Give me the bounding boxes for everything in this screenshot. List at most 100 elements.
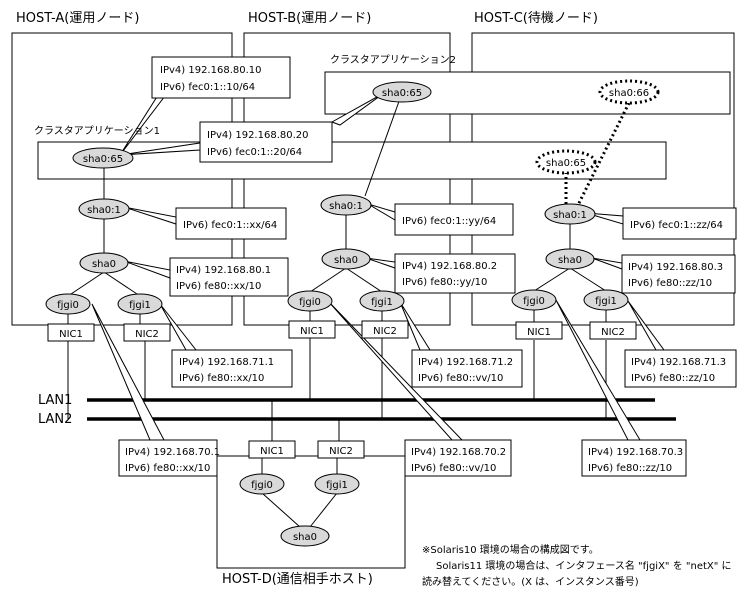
host-c-sha066-label: sha0:66	[609, 88, 649, 99]
host-d-fjgi0-node	[239, 473, 285, 495]
host-b-fjgi0-label: fjgi0	[299, 297, 321, 308]
host-b-nic2	[361, 320, 409, 339]
host-a-sha01-node	[78, 198, 130, 220]
callout-a-fjgi0	[118, 439, 218, 477]
host-b-title: HOST-B(運用ノード)	[248, 11, 371, 26]
host-b-fjgi1-node	[359, 290, 405, 312]
callout-text: IPv4) 192.168.71.1	[179, 357, 274, 368]
footnote-line: Solaris11 環境の場合は、インタフェース名 "fjgiX" を "net…	[436, 559, 732, 572]
callout-text: IPv6) fec0:1::10/64	[160, 82, 255, 93]
callout-a-sha01	[175, 207, 287, 240]
callout-text: IPv6) fec0:1::xx/64	[183, 220, 277, 231]
host-a-sha0-label: sha0	[92, 259, 116, 270]
host-a-fjgi1-label: fjgi1	[129, 300, 151, 311]
host-a-nic1-label: NIC1	[59, 329, 83, 340]
host-d-sha0-label: sha0	[293, 532, 317, 543]
host-d-fjgi1-node	[314, 473, 360, 495]
host-b-sha01-label: sha0:1	[329, 201, 363, 212]
lan2-label: LAN2	[38, 412, 72, 427]
host-d-title: HOST-D(通信相手ホスト)	[222, 572, 373, 587]
host-c-fjgi1-label: fjgi1	[595, 296, 617, 307]
host-d-sha0-node	[280, 525, 330, 547]
footnote-line: 読み替えてください。(X は、インスタンス番号)	[422, 575, 639, 588]
host-a-fjgi0-node	[45, 293, 91, 315]
callout-text: IPv4) 192.168.80.20	[207, 130, 309, 141]
callout-a-sha0	[169, 257, 289, 297]
callout-text: IPv6) fe80::vv/10	[411, 463, 496, 474]
host-a-sha065-label: sha0:65	[83, 154, 123, 165]
host-c-sha0-label: sha0	[558, 255, 582, 266]
callout-text: IPv6) fe80::yy/10	[402, 277, 487, 288]
callout-b-sha01	[394, 203, 514, 236]
host-d-fjgi0-label: fjgi0	[251, 480, 273, 491]
cluster-app2-label: クラスタアプリケーション2	[330, 54, 456, 66]
host-a-sha065-node	[72, 147, 134, 169]
callout-c-fjgi0	[581, 439, 687, 477]
host-c-nic2-label: NIC2	[601, 327, 625, 338]
callout-text: IPv4) 192.168.80.3	[628, 262, 723, 273]
host-c-fjgi1-node	[583, 289, 629, 311]
host-c-sha065-node	[535, 149, 597, 175]
host-b-nic1-label: NIC1	[300, 326, 324, 337]
host-d-nic2-label: NIC2	[329, 446, 353, 457]
host-d-nic1	[248, 440, 296, 459]
callout-text: IPv6) fec0:1::yy/64	[402, 216, 496, 227]
callout-text: IPv4) 192.168.80.2	[402, 261, 497, 272]
callout-text: IPv4) 192.168.80.1	[176, 265, 271, 276]
host-d-fjgi1-label: fjgi1	[326, 480, 348, 491]
callout-text: IPv4) 192.168.70.2	[411, 447, 506, 458]
callout-text: IPv6) fe80::zz/10	[588, 463, 672, 474]
callout-text: IPv6) fe80::xx/10	[176, 281, 261, 292]
host-b-nic1	[288, 320, 336, 339]
host-b-fjgi0-node	[287, 290, 333, 312]
host-a-title: HOST-A(運用ノード)	[16, 11, 139, 26]
footnote-line: ※Solaris10 環境の場合の構成図です。	[422, 543, 599, 556]
callout-text: IPv6) fec0:1::20/64	[207, 147, 302, 158]
callout-text: IPv6) fe80::xx/10	[125, 463, 210, 474]
host-d-box	[216, 455, 406, 569]
host-a-fjgi1-node	[117, 293, 163, 315]
host-b-sha0-label: sha0	[334, 255, 358, 266]
callout-a-sha065	[151, 56, 291, 99]
host-c-fjgi0-label: fjgi0	[523, 296, 545, 307]
host-c-sha01-label: sha0:1	[553, 210, 587, 221]
callout-c-sha01	[622, 207, 737, 240]
host-c-sha066-node	[598, 79, 660, 105]
callout-text: IPv4) 192.168.80.10	[160, 65, 262, 76]
cluster-app1-label: クラスタアプリケーション1	[34, 125, 160, 137]
callout-text: IPv4) 192.168.71.3	[631, 357, 726, 368]
callout-text: IPv4) 192.168.70.3	[588, 447, 683, 458]
callout-c-sha0	[621, 254, 736, 294]
callout-text: IPv6) fe80::zz/10	[631, 373, 715, 384]
host-b-sha065-node	[372, 81, 432, 103]
host-a-sha01-label: sha0:1	[87, 205, 121, 216]
host-c-nic2	[589, 321, 637, 340]
host-a-sha0-node	[79, 252, 129, 274]
host-b-nic2-label: NIC2	[373, 326, 397, 337]
callout-b-sha065	[199, 121, 333, 163]
host-c-sha0-node	[545, 248, 595, 270]
host-c-nic1-label: NIC1	[527, 327, 551, 338]
host-a-nic1	[47, 323, 95, 342]
callout-text: IPv4) 192.168.71.2	[418, 357, 513, 368]
host-d-nic1-label: NIC1	[260, 446, 284, 457]
callout-b-fjgi1	[411, 349, 523, 388]
callout-text: IPv6) fe80::vv/10	[418, 373, 503, 384]
callout-b-fjgi0	[404, 439, 512, 477]
callout-b-sha0	[394, 253, 516, 294]
host-b-sha0-node	[321, 248, 371, 270]
host-c-nic1	[515, 321, 563, 340]
host-c-title: HOST-C(待機ノード)	[474, 11, 598, 26]
callout-text: IPv6) fe80::zz/10	[628, 278, 712, 289]
callout-text: IPv4) 192.168.70.1	[125, 447, 220, 458]
lan1-label: LAN1	[38, 393, 72, 408]
host-d-nic2	[317, 440, 365, 459]
host-a-nic2-label: NIC2	[135, 329, 159, 340]
host-c-fjgi0-node	[511, 289, 557, 311]
callout-c-fjgi1	[624, 349, 737, 388]
host-b-sha01-node	[320, 194, 372, 216]
callout-text: IPv6) fe80::xx/10	[179, 373, 264, 384]
host-b-fjgi1-label: fjgi1	[371, 297, 393, 308]
host-b-sha065-label: sha0:65	[382, 88, 422, 99]
